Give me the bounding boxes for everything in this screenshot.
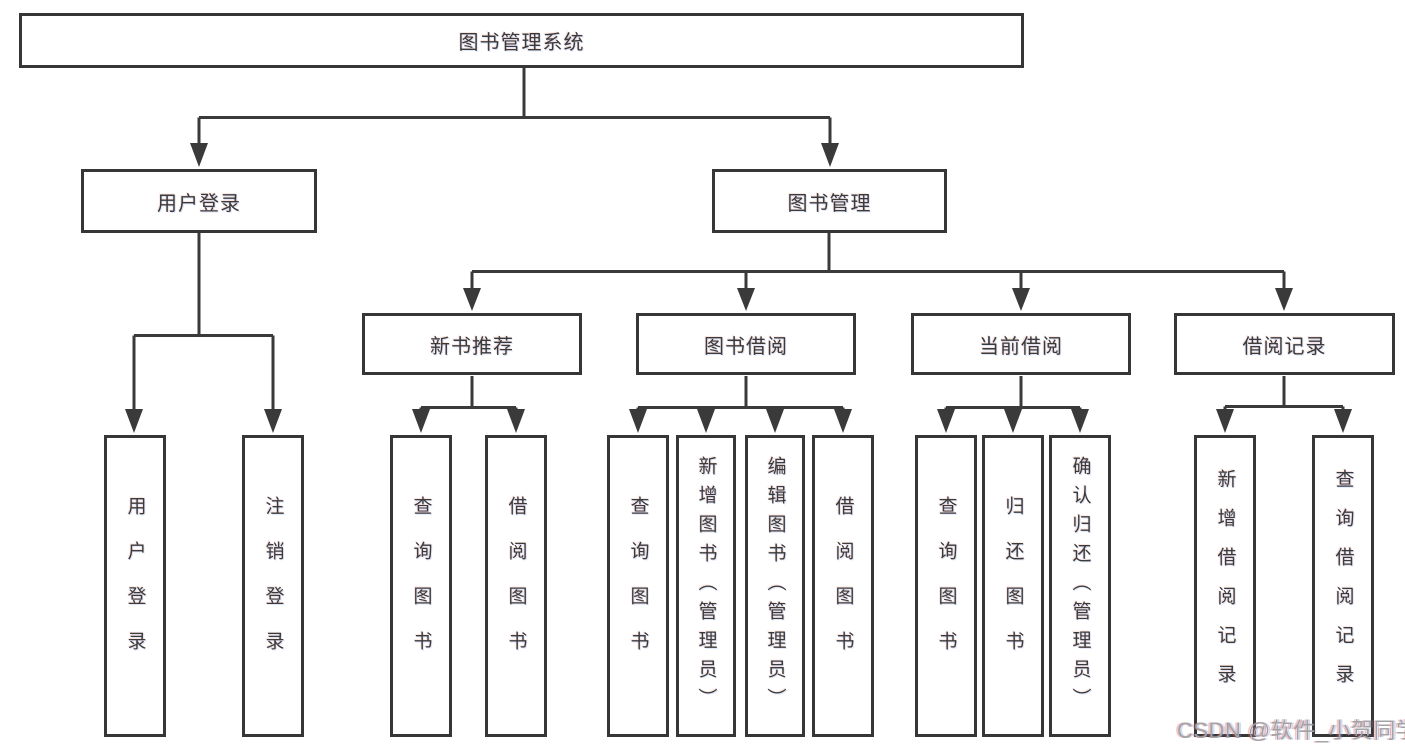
leaf-current-return-book: 归还图书	[982, 435, 1044, 737]
arrow-down-icon	[1216, 409, 1234, 433]
arrowheads	[125, 143, 1352, 433]
leaf-current-confirm-return-admin: 确认归还（管理员）	[1049, 435, 1111, 737]
arrow-down-icon	[463, 288, 481, 311]
node-root: 图书管理系统	[19, 13, 1024, 68]
arrow-down-icon	[629, 409, 647, 433]
node-new-book-recommend: 新书推荐	[362, 313, 582, 375]
leaf-recommend-borrow-book: 借阅图书	[485, 435, 547, 737]
arrow-down-icon	[125, 409, 143, 433]
node-current-borrow: 当前借阅	[911, 313, 1131, 375]
node-borrow-records: 借阅记录	[1174, 313, 1395, 375]
arrow-down-icon	[937, 409, 955, 433]
arrow-down-icon	[1275, 288, 1293, 311]
arrow-down-icon	[821, 143, 839, 167]
node-user-login: 用户登录	[81, 169, 317, 233]
leaf-borrow-query-book: 查询图书	[607, 435, 669, 737]
arrow-down-icon	[766, 409, 784, 433]
arrow-down-icon	[697, 409, 715, 433]
leaf-borrow-edit-book-admin: 编辑图书（管理员）	[745, 435, 805, 737]
arrow-down-icon	[737, 288, 755, 311]
leaf-records-add-record: 新增借阅记录	[1194, 435, 1256, 737]
arrow-down-icon	[412, 409, 430, 433]
leaf-records-query-record: 查询借阅记录	[1312, 435, 1374, 737]
arrow-down-icon	[1071, 409, 1089, 433]
leaf-logout-login: 注销登录	[242, 435, 304, 737]
leaf-borrow-borrow-book: 借阅图书	[812, 435, 874, 737]
leaf-current-query-book: 查询图书	[915, 435, 977, 737]
leaf-recommend-query-book: 查询图书	[390, 435, 452, 737]
arrow-down-icon	[1004, 409, 1022, 433]
node-book-management: 图书管理	[712, 169, 947, 233]
arrow-down-icon	[190, 143, 208, 167]
arrow-down-icon	[507, 409, 525, 433]
arrow-down-icon	[1012, 288, 1030, 311]
csdn-watermark: CSDN @软件_小贺同学	[1177, 718, 1405, 743]
leaf-user-login: 用户登录	[104, 435, 166, 737]
arrow-down-icon	[264, 409, 282, 433]
node-book-borrow: 图书借阅	[636, 313, 856, 375]
arrow-down-icon	[1334, 409, 1352, 433]
arrow-down-icon	[834, 409, 852, 433]
leaf-borrow-add-book-admin: 新增图书（管理员）	[676, 435, 736, 737]
